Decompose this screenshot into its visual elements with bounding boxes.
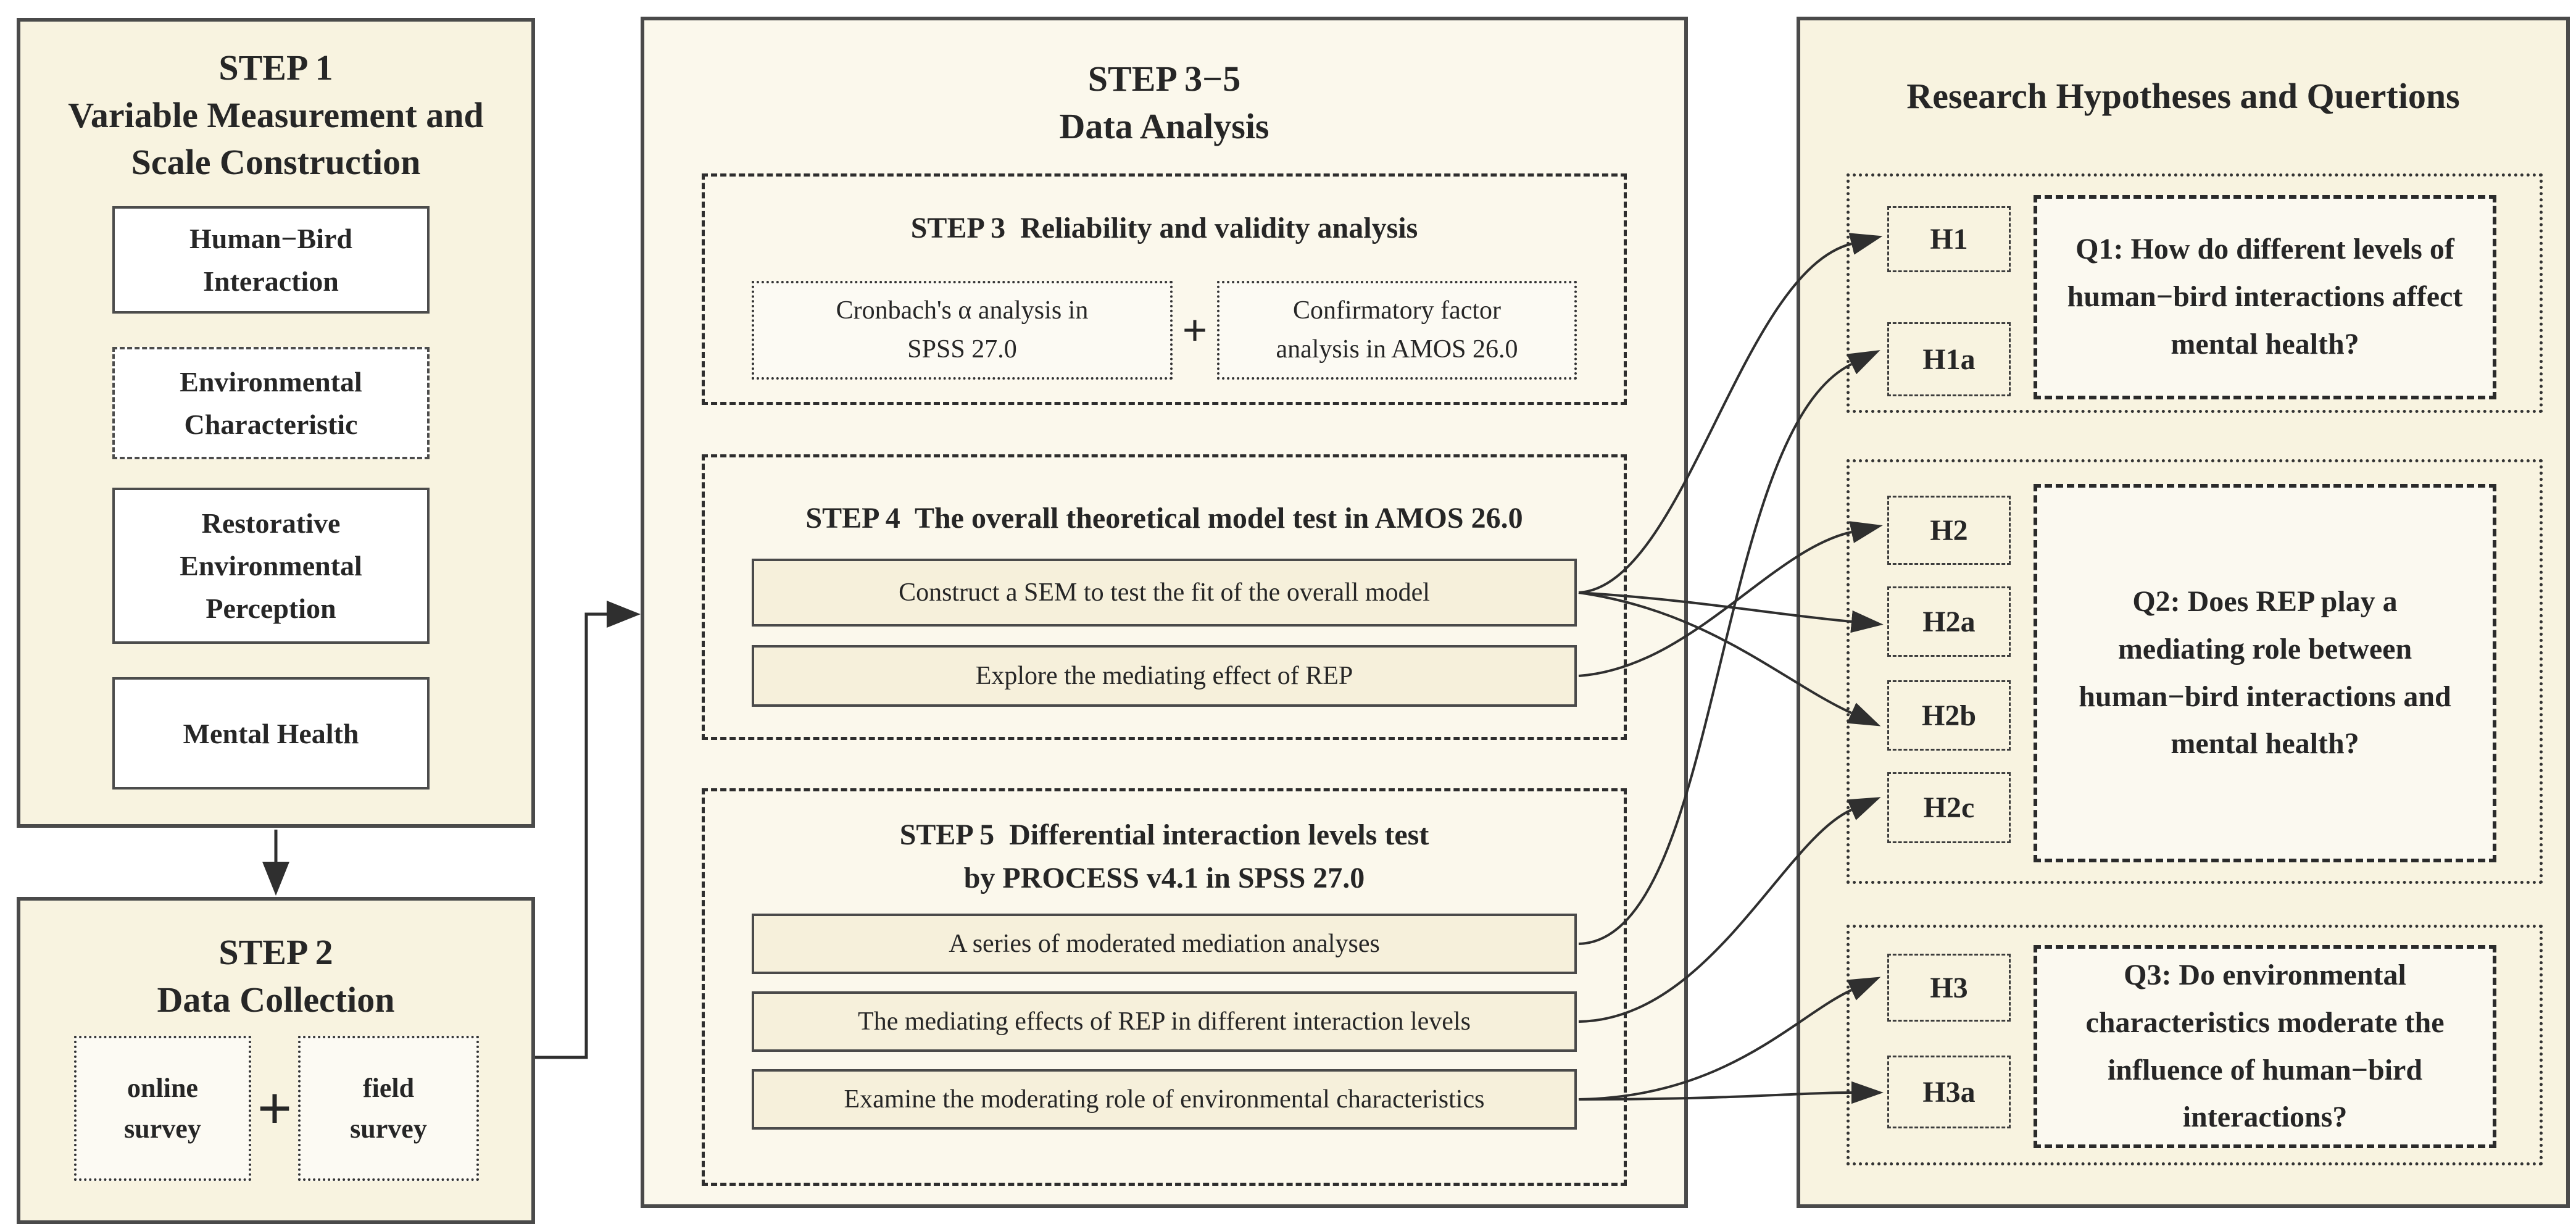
moderating-role-env-box: Examine the moderating role of environme… (752, 1069, 1577, 1130)
h3-label: H3 (1930, 971, 1968, 1004)
variable-box-restorative-environmental-perception: Restorative Environmental Perception (112, 488, 430, 644)
q3-text: Q3: Do environmental characteristics mod… (2085, 958, 2445, 1134)
hypothesis-box-h3: H3 (1887, 954, 2011, 1022)
question-box-q2: Q2: Does REP play a mediating role betwe… (2034, 484, 2496, 862)
hypothesis-box-h1a: H1a (1887, 322, 2011, 396)
h2-label: H2 (1930, 514, 1968, 547)
cronbach-alpha-box: Cronbach's α analysis in SPSS 27.0 (752, 281, 1173, 380)
hypothesis-box-h1: H1 (1887, 206, 2011, 272)
h2a-label: H2a (1922, 605, 1976, 638)
step5-heading: STEP 5 Differential interaction levels t… (714, 814, 1614, 899)
h1a-label: H1a (1922, 343, 1976, 376)
step2-title-line2: Data Collection (157, 979, 395, 1020)
cronbach-alpha-label: Cronbach's α analysis in SPSS 27.0 (836, 296, 1089, 364)
h2c-label: H2c (1923, 791, 1975, 824)
variable-box-human-bird-interaction: Human−Bird Interaction (112, 206, 430, 314)
step1-title-line2: Variable Measurement and (68, 94, 484, 135)
variable-label: Restorative Environmental Perception (180, 507, 362, 624)
step5-heading-line1: STEP 5 Differential interaction levels t… (899, 819, 1429, 851)
field-survey-box: field survey (298, 1036, 479, 1181)
step4-heading: STEP 4 The overall theoretical model tes… (805, 502, 1523, 535)
question-box-q1: Q1: How do different levels of human−bir… (2034, 195, 2496, 399)
data-analysis-title: STEP 3−5 Data Analysis (671, 56, 1657, 150)
variable-label: Human−Bird Interaction (189, 223, 352, 297)
variable-label: Environmental Characteristic (180, 366, 362, 440)
step5-heading-line2: by PROCESS v4.1 in SPSS 27.0 (963, 861, 1365, 894)
h1-label: H1 (1930, 223, 1968, 256)
moderated-mediation-label: A series of moderated mediation analyses (949, 930, 1380, 958)
h3a-label: H3a (1922, 1075, 1976, 1109)
variable-label: Mental Health (183, 717, 359, 749)
hypothesis-box-h2: H2 (1887, 496, 2011, 565)
connector-step2-analysis (535, 601, 641, 1059)
data-analysis-title-line2: Data Analysis (1059, 106, 1269, 146)
step2-plus-sign: + (257, 1073, 293, 1143)
hypothesis-box-h2b: H2b (1887, 680, 2011, 751)
step3-heading: STEP 3 Reliability and validity analysis (910, 212, 1418, 244)
step3-plus-sign: + (1182, 305, 1208, 355)
mediating-effects-levels-label: The mediating effects of REP in differen… (858, 1007, 1471, 1036)
construct-sem-box: Construct a SEM to test the fit of the o… (752, 559, 1577, 627)
data-analysis-title-line1: STEP 3−5 (1087, 59, 1241, 99)
step2-title-line1: STEP 2 (218, 932, 333, 972)
explore-mediating-rep-box: Explore the mediating effect of REP (752, 645, 1577, 707)
step1-title-line1: STEP 1 (218, 48, 333, 88)
question-box-q3: Q3: Do environmental characteristics mod… (2034, 945, 2496, 1148)
hypothesis-box-h2c: H2c (1887, 772, 2011, 843)
variable-box-environmental-characteristic: Environmental Characteristic (112, 347, 430, 459)
mediating-effects-levels-box: The mediating effects of REP in differen… (752, 991, 1577, 1052)
moderated-mediation-box: A series of moderated mediation analyses (752, 914, 1577, 974)
hypothesis-box-h2a: H2a (1887, 586, 2011, 657)
q2-text: Q2: Does REP play a mediating role betwe… (2079, 585, 2451, 760)
online-survey-box: online survey (74, 1036, 251, 1181)
construct-sem-label: Construct a SEM to test the fit of the o… (899, 578, 1430, 607)
hypothesis-box-h3a: H3a (1887, 1056, 2011, 1128)
hypotheses-title: Research Hypotheses and Quertions (1906, 76, 2460, 116)
h2b-label: H2b (1921, 699, 1977, 732)
confirmatory-factor-label: Confirmatory factor analysis in AMOS 26.… (1276, 296, 1518, 364)
variable-box-mental-health: Mental Health (112, 677, 430, 789)
field-survey-label: field survey (350, 1072, 427, 1144)
step1-title-line3: Scale Construction (131, 142, 421, 183)
confirmatory-factor-box: Confirmatory factor analysis in AMOS 26.… (1217, 281, 1577, 380)
explore-mediating-rep-label: Explore the mediating effect of REP (975, 662, 1353, 690)
q1-text: Q1: How do different levels of human−bir… (2067, 233, 2463, 360)
step2-title: STEP 2 Data Collection (29, 929, 523, 1023)
moderating-role-env-label: Examine the moderating role of environme… (844, 1085, 1485, 1114)
step1-title: STEP 1 Variable Measurement and Scale Co… (29, 44, 523, 186)
online-survey-label: online survey (124, 1072, 201, 1144)
